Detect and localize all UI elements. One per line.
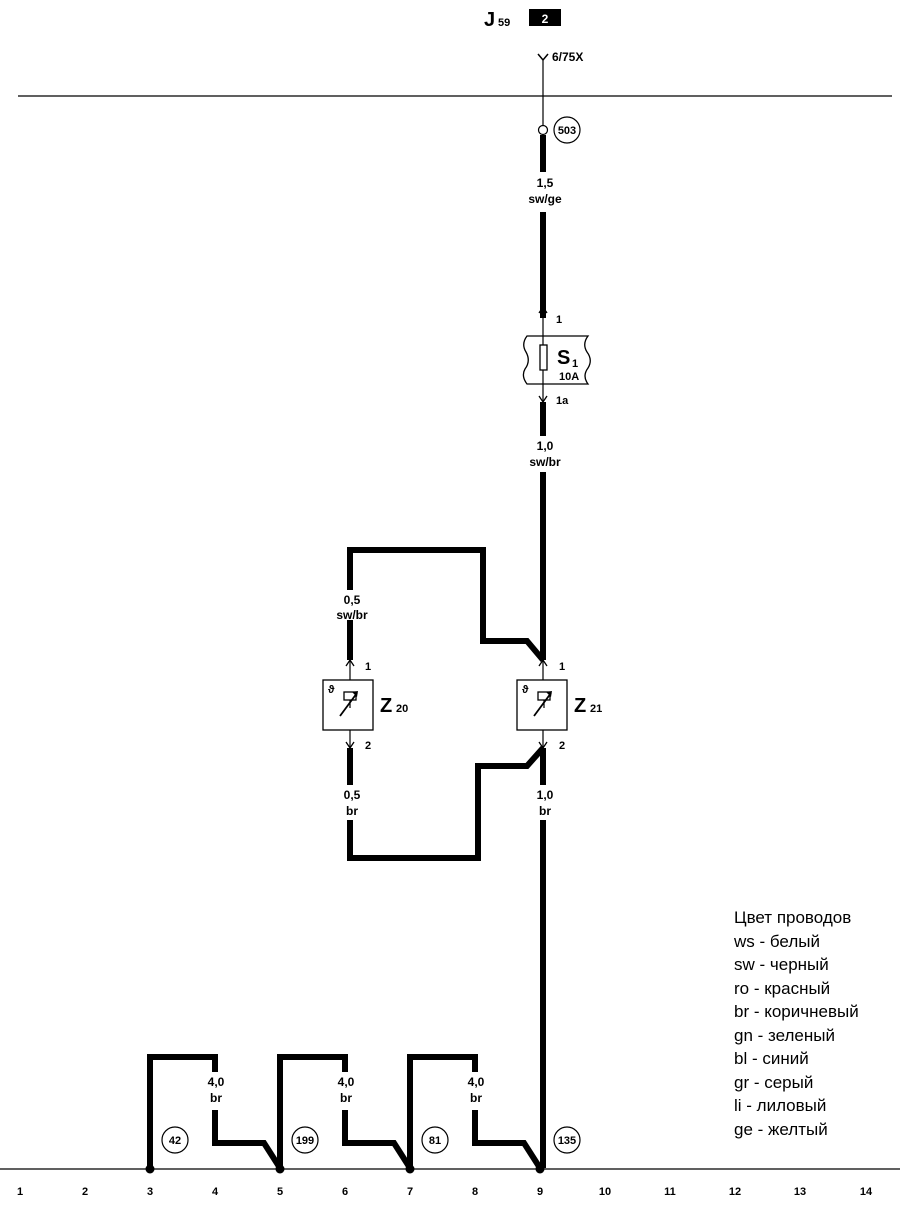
z20-sub: 20 bbox=[396, 703, 408, 715]
column-number: 10 bbox=[599, 1186, 611, 1198]
column-number: 14 bbox=[860, 1186, 873, 1198]
z20-glyph: ϑ bbox=[328, 684, 335, 696]
wire-ground-2-lower bbox=[342, 1110, 413, 1170]
connector-point bbox=[537, 124, 549, 136]
legend-item: bl - синий bbox=[734, 1049, 809, 1068]
ground-node bbox=[535, 1164, 545, 1174]
relay-sub: 59 bbox=[498, 17, 510, 29]
wire-ground-1-upper bbox=[147, 1054, 218, 1168]
ref-circle-199 bbox=[291, 1126, 319, 1154]
z21-glyph: ϑ bbox=[522, 684, 529, 696]
fuse-pin-arrow-icon bbox=[538, 305, 548, 318]
z21-name: Z bbox=[574, 695, 586, 717]
column-number: 2 bbox=[82, 1186, 88, 1198]
legend-item: sw - черный bbox=[734, 955, 829, 974]
column-number: 13 bbox=[794, 1186, 806, 1198]
wire-top-color: sw/ge bbox=[528, 192, 562, 206]
wire-z20-top-size: 0,5 bbox=[344, 593, 361, 607]
z21-sub: 21 bbox=[590, 703, 602, 715]
legend-item: ws - белый bbox=[734, 931, 820, 951]
ref-circle-135 bbox=[553, 1126, 581, 1154]
wire-mid-color: sw/br bbox=[529, 455, 561, 469]
fuse-pin-bottom: 1a bbox=[556, 395, 569, 407]
terminal-arrow-icon bbox=[537, 53, 549, 62]
legend-item: gn - зеленый bbox=[734, 1025, 835, 1045]
ref-503: 503 bbox=[558, 125, 576, 137]
component-z21: ϑ Z 21 1 2 bbox=[516, 658, 602, 752]
wire-z20-bottom-color: br bbox=[346, 804, 358, 818]
z21-pin-bottom: 2 bbox=[559, 740, 565, 752]
z20-pin-bottom: 2 bbox=[365, 740, 371, 752]
column-number: 9 bbox=[537, 1186, 543, 1198]
legend-item: br - коричневый bbox=[734, 1002, 859, 1021]
relay-badge-bg bbox=[529, 9, 561, 26]
wire-z21-bottom-color: br bbox=[539, 804, 551, 818]
wire-ground-2-size: 4,0 bbox=[338, 1075, 355, 1089]
wire-z21-bottom-size: 1,0 bbox=[537, 788, 554, 802]
wire-ground-3-upper bbox=[407, 1054, 478, 1168]
wire-ground-3-color: br bbox=[470, 1091, 482, 1105]
ground-node bbox=[405, 1164, 415, 1174]
ground-node bbox=[275, 1164, 285, 1174]
wire-z20-top-loop bbox=[347, 547, 546, 662]
wire-ground-1-size: 4,0 bbox=[208, 1075, 225, 1089]
wire-z20-bottom-loop bbox=[347, 746, 546, 861]
fuse-element-icon bbox=[539, 344, 548, 371]
legend-item: li - лиловый bbox=[734, 1096, 827, 1115]
z20-name: Z bbox=[380, 695, 392, 717]
column-number: 1 bbox=[17, 1186, 23, 1198]
terminal-label: 6/75X bbox=[552, 50, 583, 64]
column-numbers: 1 2 3 4 5 6 7 8 9 10 11 12 13 14 bbox=[17, 1186, 873, 1198]
fuse-pin-arrow-down-icon bbox=[538, 395, 548, 404]
column-number: 8 bbox=[472, 1186, 478, 1198]
z20-pin-top: 1 bbox=[365, 661, 371, 673]
wire-color-legend: Цвет проводов ws - белый sw - черный ro … bbox=[734, 906, 898, 1141]
fuse-rating: 10A bbox=[559, 371, 579, 383]
z21-variable-icon bbox=[533, 692, 552, 717]
legend-item: ge - желтый bbox=[734, 1119, 828, 1139]
wire-mid-size: 1,0 bbox=[537, 439, 554, 453]
legend-title: Цвет проводов bbox=[734, 908, 852, 927]
relay-label: J bbox=[484, 9, 495, 31]
fuse-s1: S 1 10A 1 1a bbox=[522, 305, 591, 407]
component-z20: ϑ Z 20 1 2 bbox=[322, 658, 408, 752]
wire-top-size: 1,5 bbox=[537, 176, 554, 190]
column-number: 6 bbox=[342, 1186, 348, 1198]
fuse-pin-top: 1 bbox=[556, 314, 562, 326]
ref-circle-42 bbox=[161, 1126, 189, 1154]
column-number: 3 bbox=[147, 1186, 153, 1198]
z21-pin-top: 1 bbox=[559, 661, 565, 673]
wire-ground-2-color: br bbox=[340, 1091, 352, 1105]
column-number: 5 bbox=[277, 1186, 283, 1198]
fuse-name: S bbox=[557, 347, 570, 369]
legend-item: gr - серый bbox=[734, 1072, 814, 1092]
ref-42: 42 bbox=[169, 1135, 181, 1147]
wire-ground-1-lower bbox=[212, 1110, 283, 1170]
wire-ground-3-size: 4,0 bbox=[468, 1075, 485, 1089]
legend-item: ro - красный bbox=[734, 978, 831, 998]
ref-circle-81 bbox=[421, 1126, 449, 1154]
column-number: 7 bbox=[407, 1186, 413, 1198]
wire-ground-1-color: br bbox=[210, 1091, 222, 1105]
ref-81: 81 bbox=[429, 1135, 441, 1147]
relay-badge: 2 bbox=[542, 12, 549, 26]
column-number: 12 bbox=[729, 1186, 741, 1198]
column-number: 11 bbox=[664, 1186, 676, 1198]
ground-node bbox=[145, 1164, 155, 1174]
fuse-sub: 1 bbox=[572, 358, 578, 370]
ref-circle-503 bbox=[553, 116, 581, 144]
ref-199: 199 bbox=[296, 1135, 314, 1147]
wire-z20-bottom-size: 0,5 bbox=[344, 788, 361, 802]
z20-variable-icon bbox=[339, 692, 358, 717]
ref-135: 135 bbox=[558, 1135, 576, 1147]
wire-ground-2-upper bbox=[277, 1054, 348, 1168]
wire-z20-top-color: sw/br bbox=[336, 608, 368, 622]
wire-ground-3-lower bbox=[472, 1110, 543, 1170]
column-number: 4 bbox=[212, 1186, 219, 1198]
